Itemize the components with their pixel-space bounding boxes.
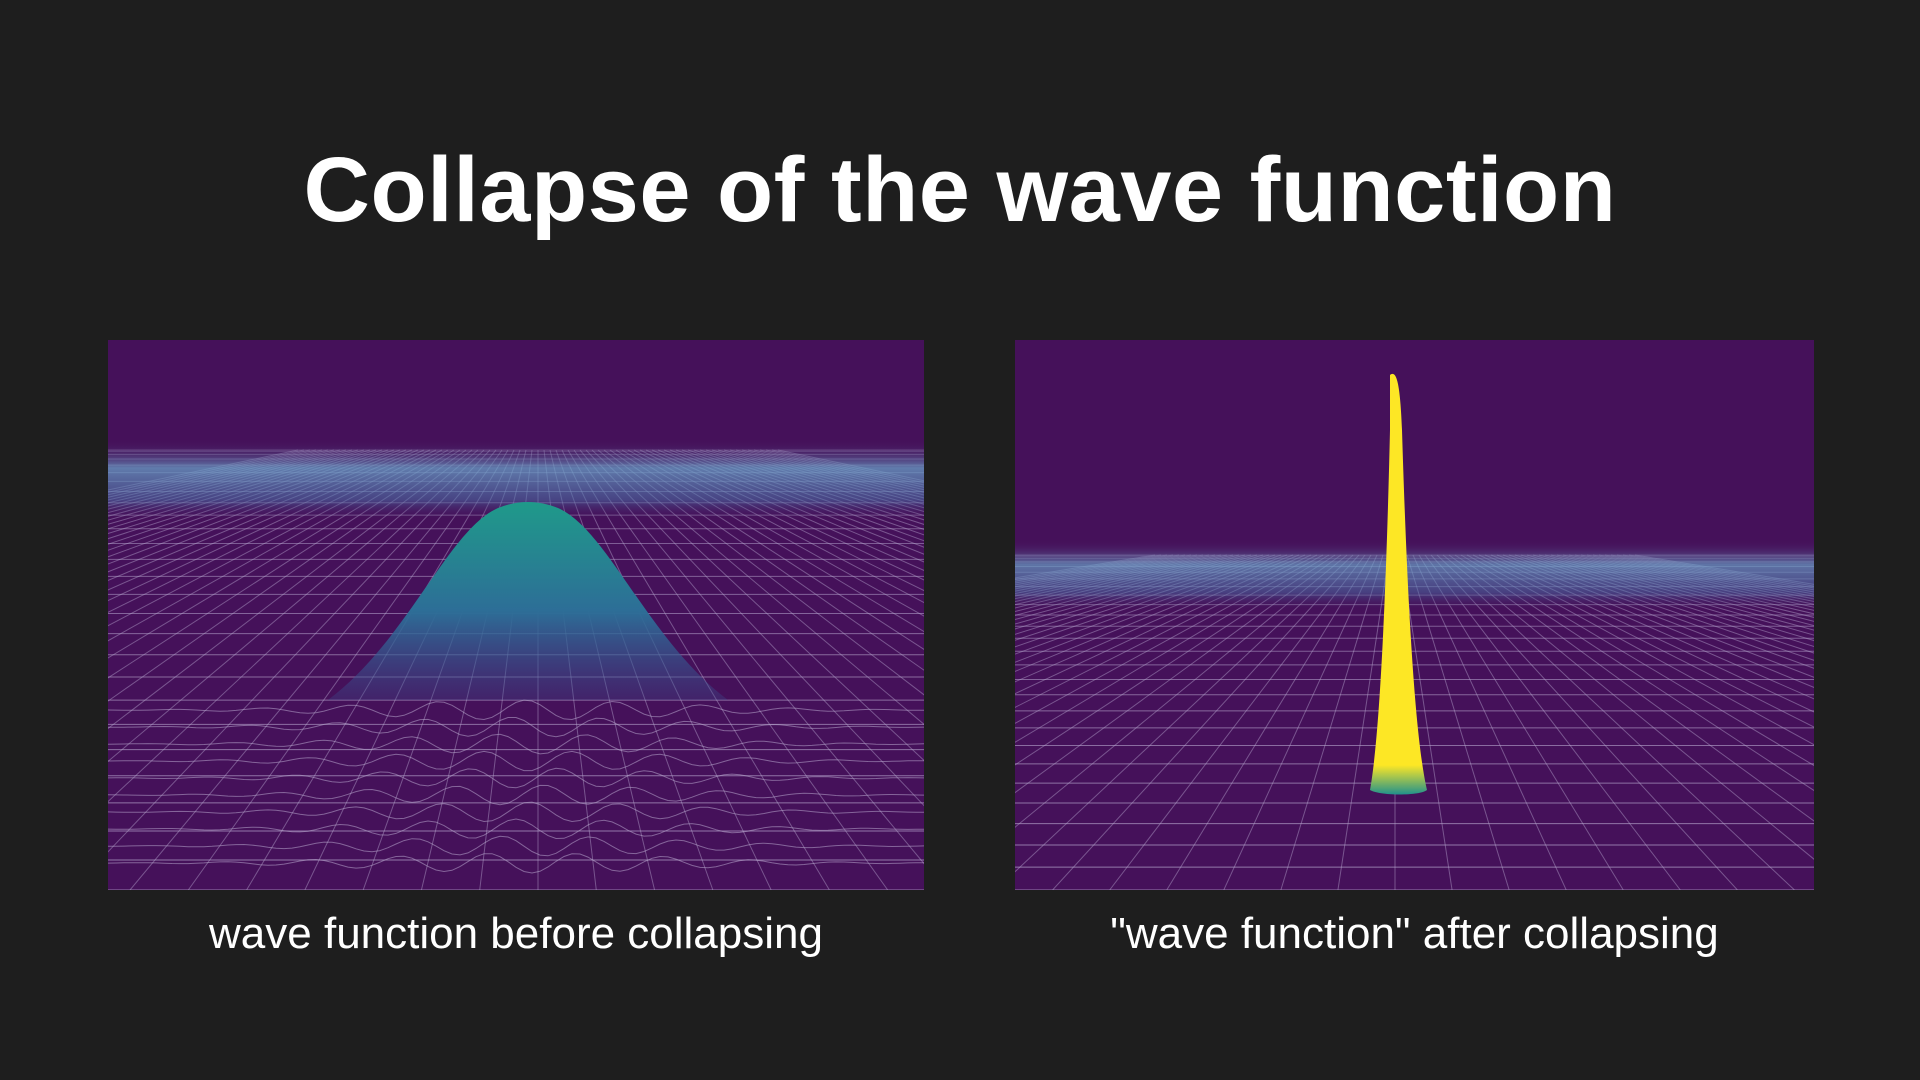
left-ripples [108, 699, 924, 874]
slide-title: Collapse of the wave function [303, 139, 1617, 241]
caption-before: wave function before collapsing [209, 909, 823, 958]
caption-after: "wave function" after collapsing [1110, 909, 1719, 958]
wave-before-render [108, 340, 924, 890]
wave-after-image [1015, 340, 1814, 890]
wave-after-render [1015, 340, 1814, 890]
collapsed-spike [1370, 373, 1427, 795]
wave-packet-surface [328, 502, 728, 700]
wave-before-image [108, 340, 924, 890]
